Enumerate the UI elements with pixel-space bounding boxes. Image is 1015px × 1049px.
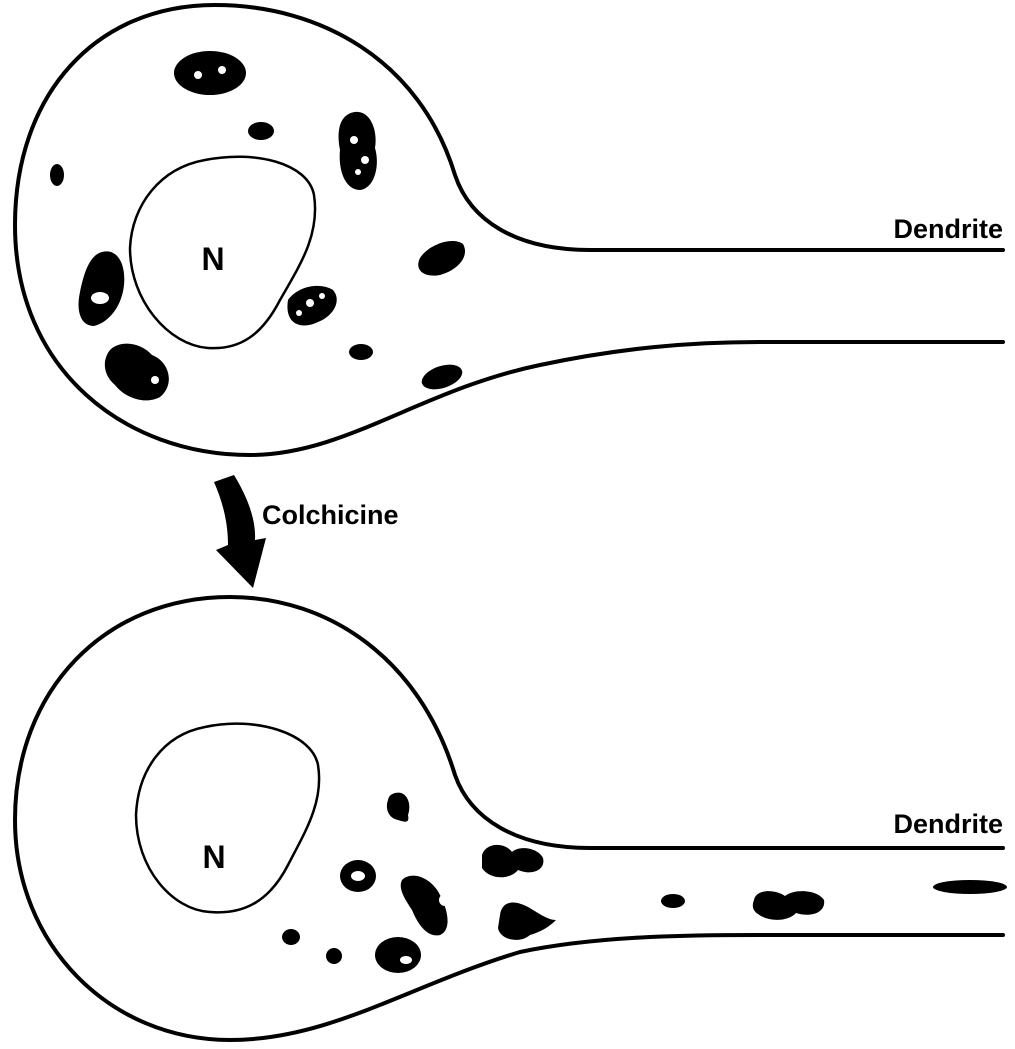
golgi-blob: [387, 793, 409, 822]
golgi-blob: [105, 344, 169, 401]
colchicine-arrow: Colchicine: [214, 475, 399, 588]
top-neuron: N Dendrite: [15, 5, 1003, 455]
golgi-blob: [79, 251, 125, 326]
bottom-nucleus: [136, 724, 319, 913]
golgi-blob: [933, 880, 1007, 894]
golgi-blob: [482, 845, 543, 877]
golgi-blob: [401, 876, 451, 936]
curved-arrow-icon: [214, 475, 266, 588]
golgi-blob: [349, 344, 373, 360]
top-golgi-elements: [50, 51, 465, 400]
bottom-nucleus-label: N: [202, 839, 225, 875]
colchicine-label: Colchicine: [262, 500, 399, 530]
bottom-neuron: N Dendrite: [15, 597, 1007, 1040]
golgi-blob: [339, 112, 377, 190]
golgi-blob: [661, 894, 685, 908]
top-nucleus-label: N: [201, 241, 224, 277]
golgi-blob: [498, 902, 556, 939]
golgi-blob: [418, 241, 465, 276]
golgi-blob: [340, 860, 376, 892]
golgi-blob: [50, 164, 64, 186]
bottom-cell-outline: [15, 597, 1003, 1040]
top-dendrite-label: Dendrite: [893, 214, 1003, 244]
golgi-blob: [375, 937, 421, 973]
golgi-blob: [326, 948, 342, 964]
golgi-blob: [282, 929, 300, 945]
golgi-blob: [174, 51, 246, 95]
golgi-blob: [753, 891, 824, 920]
golgi-blob: [248, 122, 274, 140]
bottom-dendrite-label: Dendrite: [893, 809, 1003, 839]
golgi-blob: [287, 286, 336, 326]
